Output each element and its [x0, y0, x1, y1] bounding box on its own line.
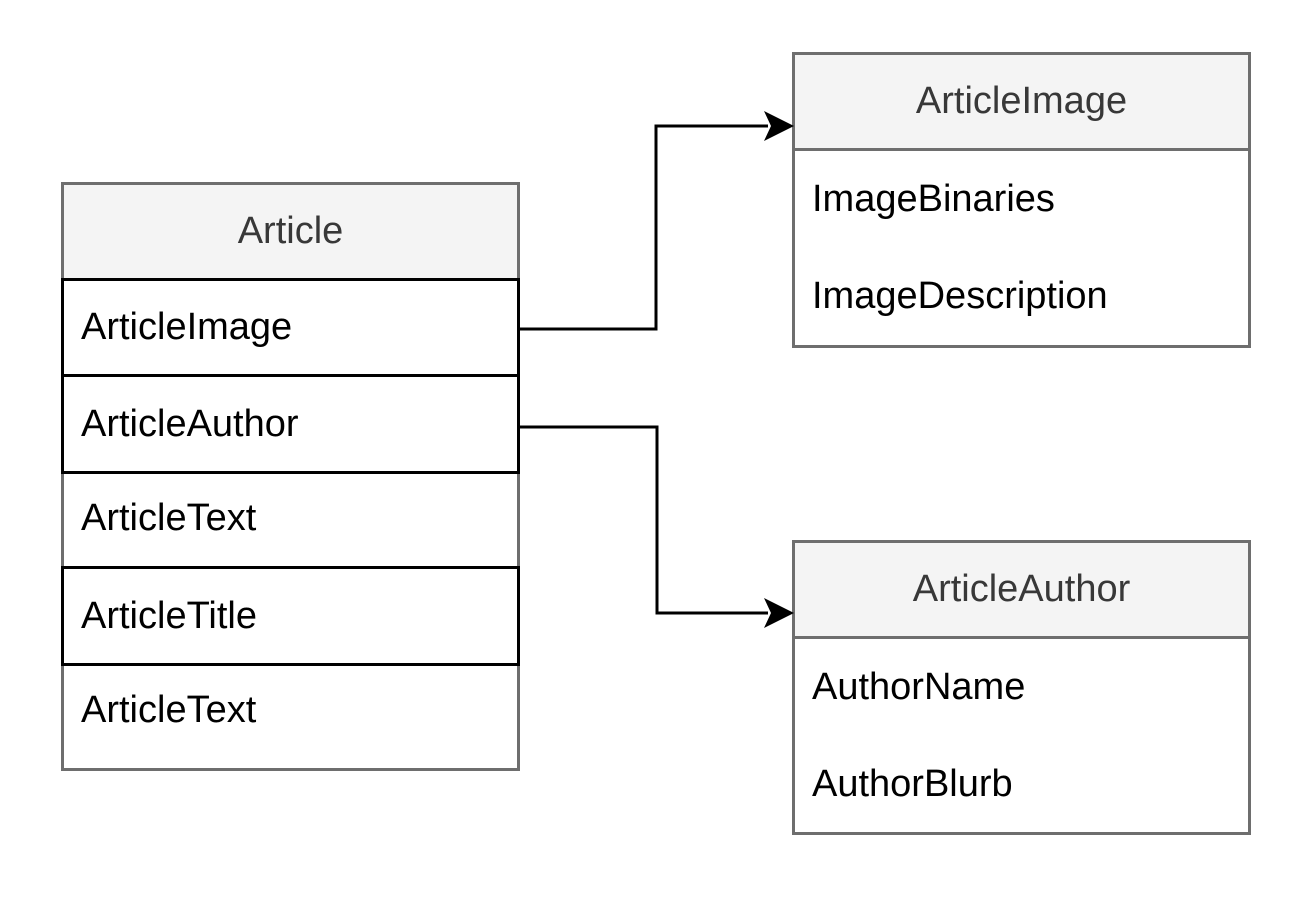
field-article-text[interactable]: ArticleText [64, 471, 517, 566]
connector-article-image[interactable] [520, 111, 794, 331]
entity-article-author-header: ArticleAuthor [795, 543, 1248, 639]
entity-article-author[interactable]: ArticleAuthor AuthorName AuthorBlurb [792, 540, 1251, 835]
field-label: ArticleText [81, 689, 257, 731]
arrowhead-icon [764, 598, 794, 628]
field-article-image[interactable]: ArticleImage [61, 278, 520, 377]
entity-article-image[interactable]: ArticleImage ImageBinaries ImageDescript… [792, 52, 1251, 348]
field-label: ArticleTitle [81, 594, 257, 637]
field-image-binaries[interactable]: ImageBinaries [795, 151, 1248, 248]
field-article-text-2[interactable]: ArticleText [64, 663, 517, 758]
field-article-title[interactable]: ArticleTitle [61, 566, 520, 666]
connector-article-author[interactable] [520, 425, 794, 628]
field-label: ImageBinaries [812, 178, 1055, 220]
connector-line [520, 425, 768, 615]
entity-article-header: Article [64, 185, 517, 281]
field-label: AuthorBlurb [812, 763, 1013, 805]
field-label: ArticleText [81, 497, 257, 539]
field-label: ArticleImage [81, 306, 293, 348]
field-label: ImageDescription [812, 275, 1108, 317]
field-author-name[interactable]: AuthorName [795, 639, 1248, 736]
field-article-author[interactable]: ArticleAuthor [61, 374, 520, 474]
connector-line [520, 124, 768, 331]
field-label: ArticleAuthor [81, 402, 299, 445]
entity-article[interactable]: Article ArticleImage ArticleAuthor Artic… [61, 182, 520, 771]
field-author-blurb[interactable]: AuthorBlurb [795, 736, 1248, 833]
field-image-description[interactable]: ImageDescription [795, 248, 1248, 345]
entity-article-image-header: ArticleImage [795, 55, 1248, 151]
arrowhead-icon [764, 111, 794, 141]
field-label: AuthorName [812, 666, 1026, 708]
